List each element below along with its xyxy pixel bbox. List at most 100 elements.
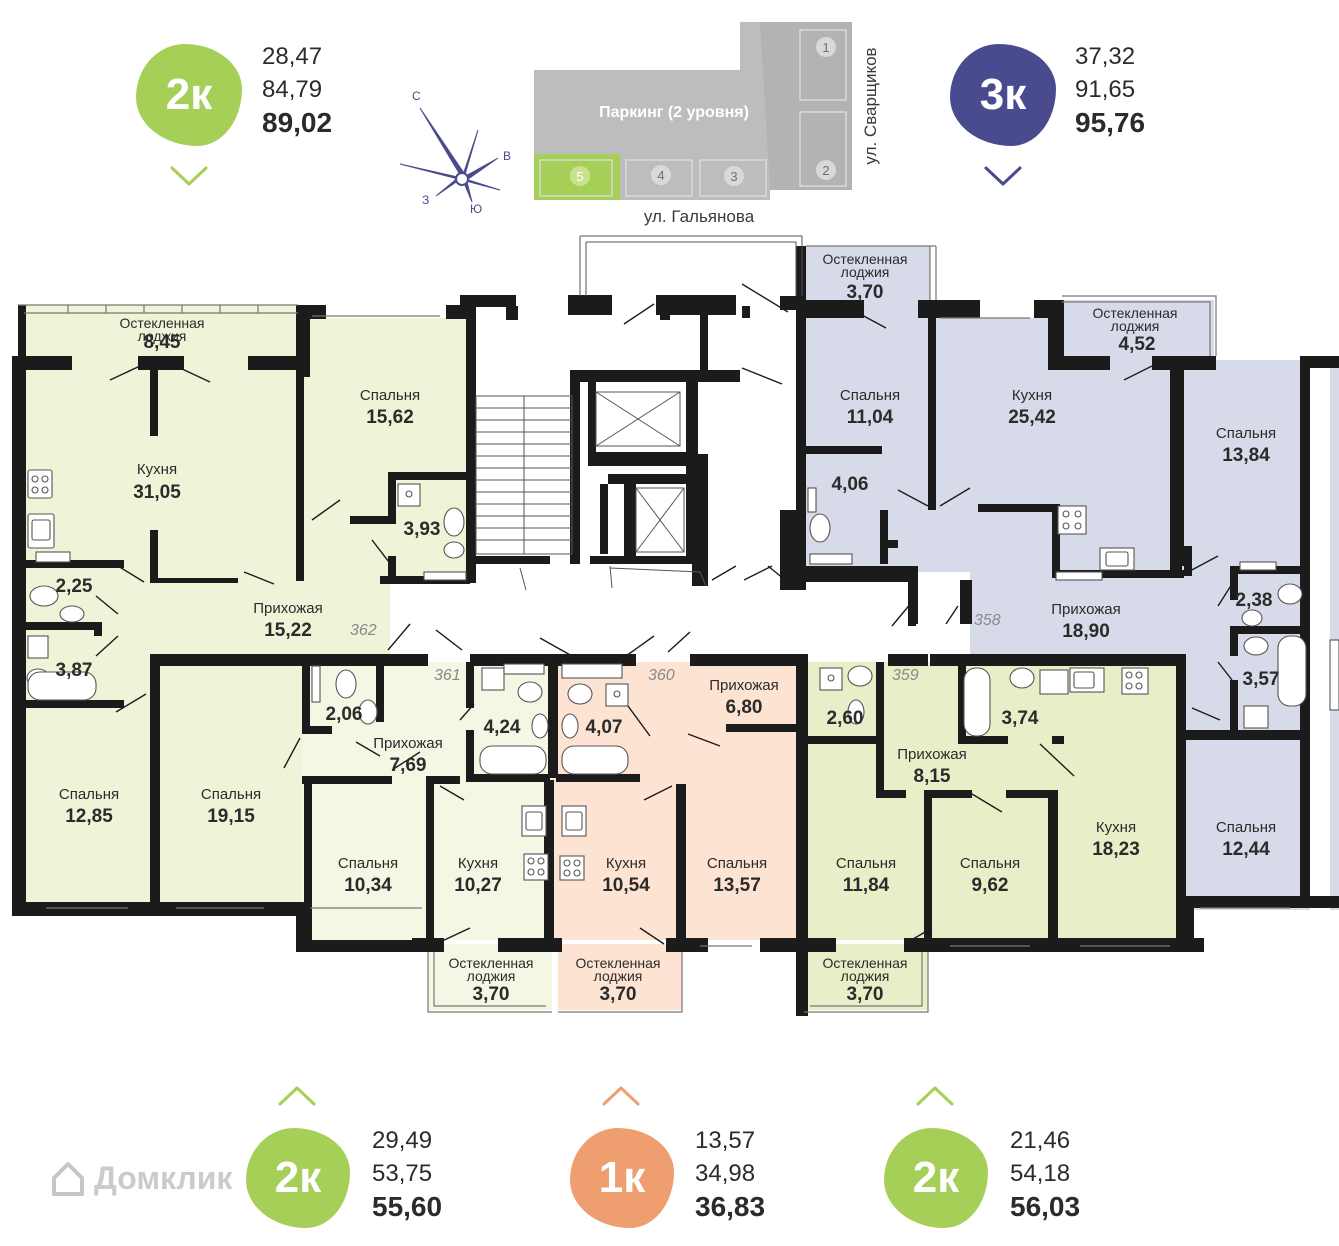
total-area: 95,76 (1075, 107, 1146, 138)
apartment-badge-bottom-mid[interactable]: 1к (570, 1128, 674, 1228)
bedroom-1285-name: Спальня (59, 786, 119, 803)
hallway-1890-name: Прихожая (1051, 601, 1121, 618)
chevrons (170, 166, 1022, 1106)
street-svarshchikov: ул. Сварщиков (861, 47, 880, 164)
loggia-370-d-area: 3,70 (847, 282, 884, 303)
compass-south: Ю (470, 202, 482, 216)
door-swings (95, 283, 1233, 945)
total-area: 89,02 (262, 107, 333, 138)
living-area: 37,32 (1075, 43, 1136, 70)
chevron-up-icon[interactable] (916, 1086, 954, 1106)
bedroom-1357-name: Спальня (707, 855, 767, 872)
total-area-no-loggia: 34,98 (695, 1160, 756, 1187)
kitchen-1027-name: Кухня (458, 855, 498, 872)
bedroom-1034-area: 10,34 (344, 875, 392, 896)
bathroom-357-area: 3,57 (1243, 669, 1280, 690)
bedroom-1184-name: Спальня (836, 855, 896, 872)
bedroom-962-area: 9,62 (972, 875, 1009, 896)
sanitary-fixtures (26, 469, 1339, 881)
bedroom-1244-name: Спальня (1216, 819, 1276, 836)
kitchen-2542-name: Кухня (1012, 387, 1052, 404)
hallway-769-area: 7,69 (390, 755, 427, 776)
hallway-815-area: 8,15 (914, 766, 951, 787)
total-area-no-loggia: 91,65 (1075, 76, 1136, 103)
bedroom-1034-name: Спальня (338, 855, 398, 872)
bathroom-374-area: 3,74 (1002, 708, 1039, 729)
bedroom-1104-area: 11,04 (847, 407, 894, 428)
section-2-label: 2 (822, 163, 829, 178)
unit-number-358: 358 (974, 612, 1001, 629)
kitchen-3105-area: 31,05 (133, 482, 181, 503)
bedroom-962-name: Спальня (960, 855, 1020, 872)
total-area-no-loggia: 84,79 (262, 76, 323, 103)
watermark-text: Домклик (94, 1159, 233, 1196)
apartment-areas-bottom-left: 29,49 53,75 55,60 (372, 1124, 442, 1223)
bedroom-1285-area: 12,85 (65, 806, 113, 827)
site-plan: Паркинг (2 уровня) 1 2 3 4 5 ул. Гальяно… (534, 22, 880, 226)
walls (12, 246, 1339, 1016)
parking-label: Паркинг (2 уровня) (599, 104, 749, 121)
compass-west: З (422, 193, 429, 207)
hallway-680-name: Прихожая (709, 677, 779, 694)
bathroom-387-area: 3,87 (56, 660, 93, 681)
watermark: Домклик (48, 1158, 232, 1198)
hallway-1890-area: 18,90 (1062, 621, 1110, 642)
apartment-badge-top-right[interactable]: 3к (950, 44, 1056, 146)
street-galyanova: ул. Гальянова (644, 207, 755, 226)
unit-number-361: 361 (434, 667, 461, 684)
chevron-down-icon[interactable] (170, 166, 208, 186)
compass-icon: С В Ю З (399, 89, 511, 216)
apartment-areas-top-left: 28,47 84,79 89,02 (262, 40, 332, 139)
living-area: 28,47 (262, 43, 323, 70)
chevron-down-icon[interactable] (984, 166, 1022, 186)
bedroom-1915-name: Спальня (201, 786, 261, 803)
section-1-label: 1 (822, 40, 829, 55)
total-area: 36,83 (695, 1191, 766, 1222)
bedroom-1562-name: Спальня (360, 387, 420, 404)
wc-260-area: 2,60 (827, 708, 864, 729)
kitchen-2542-area: 25,42 (1008, 407, 1056, 428)
hallway-769-name: Прихожая (373, 735, 443, 752)
hallway-1522-area: 15,22 (264, 620, 312, 641)
unit-numbers: 362 361 360 359 358 (350, 612, 1001, 684)
unit-number-362: 362 (350, 622, 377, 639)
apartment-badge-bottom-right[interactable]: 2к (884, 1128, 988, 1228)
section-3-label: 3 (730, 169, 737, 184)
kitchen-1054-area: 10,54 (602, 875, 650, 896)
total-area-no-loggia: 53,75 (372, 1160, 433, 1187)
apartment-areas-bottom-mid: 13,57 34,98 36,83 (695, 1124, 765, 1223)
bathroom-424-area: 4,24 (484, 717, 521, 738)
room-fills (24, 246, 1339, 1010)
kitchen-1054-name: Кухня (606, 855, 646, 872)
house-logo-icon (52, 1162, 84, 1196)
apartment-badge-bottom-left[interactable]: 2к (246, 1128, 350, 1228)
bathroom-407-area: 4,07 (586, 717, 623, 738)
unit-number-360: 360 (648, 667, 675, 684)
kitchen-1823-name: Кухня (1096, 819, 1136, 836)
chevron-up-icon[interactable] (278, 1086, 316, 1106)
wc-238-area: 2,38 (1236, 590, 1273, 611)
hallway-680-area: 6,80 (726, 697, 763, 718)
bedroom-1384-name: Спальня (1216, 425, 1276, 442)
unit-number-359: 359 (892, 667, 919, 684)
loggia-370-b-area: 3,70 (600, 984, 637, 1005)
bedroom-1915-area: 19,15 (207, 806, 255, 827)
loggia-370-a-area: 3,70 (473, 984, 510, 1005)
hallway-815-name: Прихожая (897, 746, 967, 763)
loggia-frames (18, 245, 1290, 1013)
bedroom-1357-area: 13,57 (713, 875, 761, 896)
section-5-label: 5 (576, 169, 583, 184)
kitchen-3105-name: Кухня (137, 461, 177, 478)
kitchen-1027-area: 10,27 (454, 875, 502, 896)
bedroom-1184-area: 11,84 (843, 875, 890, 896)
loggia-845-area: 8,45 (144, 332, 181, 353)
hallway-1522-name: Прихожая (253, 600, 323, 617)
apartment-badge-top-left[interactable]: 2к (136, 44, 242, 146)
apartment-areas-top-right: 37,32 91,65 95,76 (1075, 40, 1145, 139)
chevron-up-icon[interactable] (602, 1086, 640, 1106)
